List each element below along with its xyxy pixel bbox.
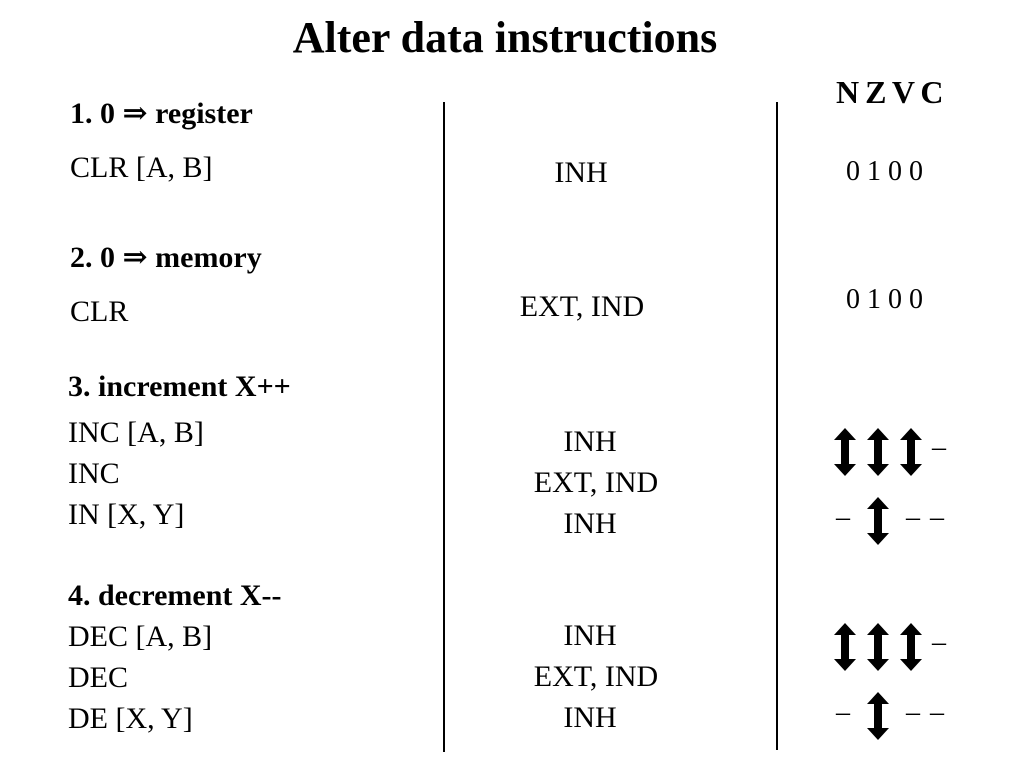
section-3-heading: 3. increment X++ — [68, 370, 291, 403]
section-3-instruction-2: INC — [68, 457, 120, 490]
section-4-instruction-3: DE [X, Y] — [68, 702, 193, 735]
section-3-mode-2: EXT, IND — [533, 466, 659, 499]
updown-arrow-icon — [834, 428, 856, 476]
updown-arrow-icon — [867, 497, 889, 545]
updown-arrow-icon — [867, 623, 889, 671]
updown-arrow-icon — [867, 428, 889, 476]
section-3-mode-1: INH — [563, 425, 617, 458]
section-4-heading: 4. decrement X-- — [68, 579, 282, 612]
unaffected-dash: – — [906, 502, 920, 533]
unaffected-dash: – — [906, 697, 920, 728]
unaffected-dash: – — [930, 502, 944, 533]
section-2-flags: 0 1 0 0 — [846, 284, 923, 315]
section-4-mode-3: INH — [563, 701, 617, 734]
unaffected-dash: – — [932, 627, 946, 658]
flags-header: N Z V C — [836, 74, 944, 110]
updown-arrow-icon — [900, 623, 922, 671]
section-1-heading: 1. 0 ⇒ register — [70, 97, 253, 130]
section-2-heading: 2. 0 ⇒ memory — [70, 241, 262, 274]
unaffected-dash: – — [932, 432, 946, 463]
section-4-mode-1: INH — [563, 619, 617, 652]
updown-arrow-icon — [834, 623, 856, 671]
section-3-mode-3: INH — [563, 507, 617, 540]
unaffected-dash: – — [930, 697, 944, 728]
unaffected-dash: – — [836, 697, 850, 728]
column-divider-left — [443, 102, 445, 752]
section-3-instruction-3: IN [X, Y] — [68, 498, 185, 531]
section-3-instruction-1: INC [A, B] — [68, 416, 204, 449]
section-1-mode-1: INH — [554, 156, 608, 189]
unaffected-dash: – — [836, 502, 850, 533]
section-4-instruction-1: DEC [A, B] — [68, 620, 213, 653]
column-divider-right — [776, 102, 778, 750]
section-4-instruction-2: DEC — [68, 661, 128, 694]
section-4-mode-2: EXT, IND — [533, 660, 659, 693]
updown-arrow-icon — [900, 428, 922, 476]
section-2-mode-1: EXT, IND — [519, 290, 645, 323]
page-title: Alter data instructions — [292, 13, 718, 62]
section-1-flags: 0 1 0 0 — [846, 156, 923, 187]
updown-arrow-icon — [867, 692, 889, 740]
section-2-instruction-1: CLR — [70, 295, 129, 328]
section-1-instruction-1: CLR [A, B] — [70, 151, 213, 184]
